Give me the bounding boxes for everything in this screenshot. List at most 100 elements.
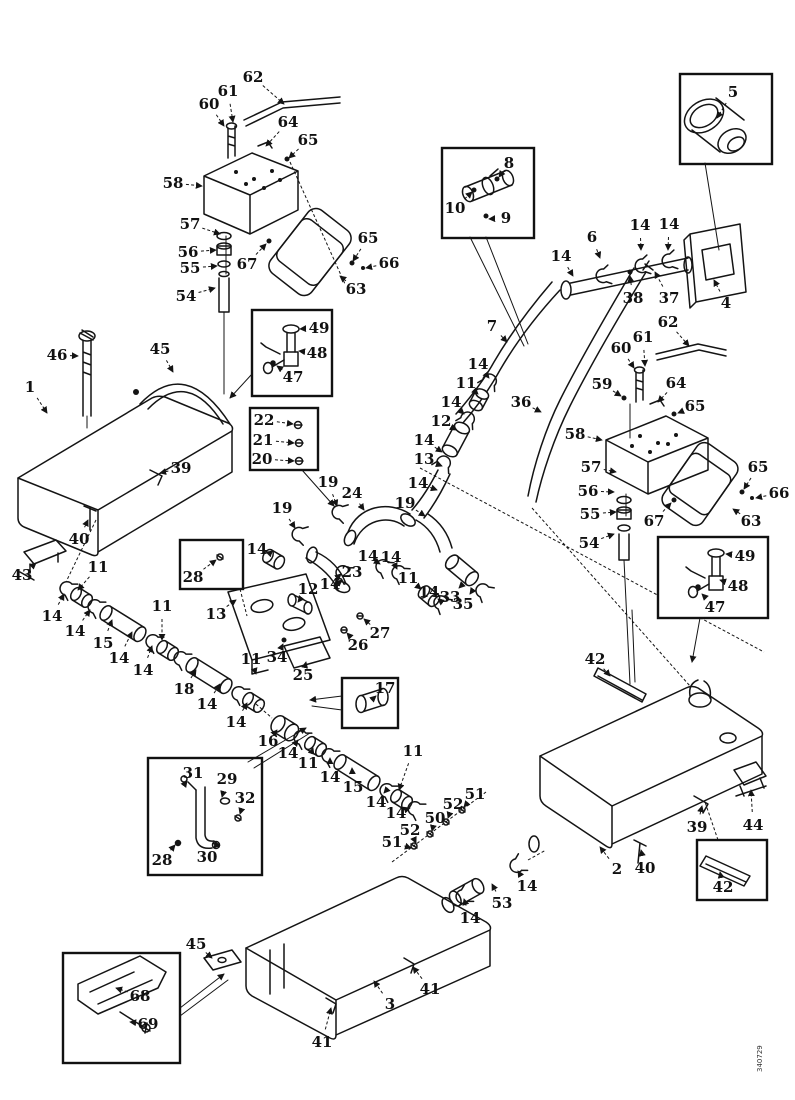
callout-label-56: 56 bbox=[178, 243, 199, 261]
callout-label-28: 28 bbox=[152, 851, 173, 869]
callout-label-14: 14 bbox=[133, 661, 154, 679]
left-hose-chain bbox=[55, 519, 273, 719]
callout-label-12: 12 bbox=[298, 580, 319, 598]
callout-label-64: 64 bbox=[666, 374, 687, 392]
upper-connector-chain bbox=[411, 369, 502, 519]
leader-line-63 bbox=[732, 508, 741, 516]
callout-label-34: 34 bbox=[267, 648, 288, 666]
clip-39-right bbox=[693, 795, 709, 814]
leader-line-65 bbox=[288, 148, 299, 159]
callout-label-61: 61 bbox=[218, 82, 239, 100]
callout-label-8: 8 bbox=[504, 154, 514, 172]
leader-line-62 bbox=[262, 85, 285, 105]
callout-label-51: 51 bbox=[465, 785, 486, 803]
leader-line-14 bbox=[265, 550, 273, 558]
callout-label-51: 51 bbox=[382, 833, 403, 851]
leader-line-11 bbox=[250, 667, 258, 675]
callout-label-7: 7 bbox=[487, 317, 497, 335]
leader-line-14 bbox=[383, 786, 391, 794]
callout-label-58: 58 bbox=[163, 174, 184, 192]
leader-line-45 bbox=[205, 951, 213, 959]
callout-label-36: 36 bbox=[511, 393, 532, 411]
callout-label-57: 57 bbox=[581, 458, 602, 476]
leader-line-63 bbox=[339, 275, 347, 283]
callout-label-11: 11 bbox=[152, 597, 173, 615]
callout-label-47: 47 bbox=[283, 368, 304, 386]
callout-label-26: 26 bbox=[348, 636, 369, 654]
callout-label-48: 48 bbox=[307, 344, 328, 362]
fuel-tank-2 bbox=[528, 667, 767, 864]
callout-label-25: 25 bbox=[293, 666, 314, 684]
mount-block-58-right bbox=[605, 343, 754, 685]
callout-label-1: 1 bbox=[25, 378, 35, 396]
leader-line-62 bbox=[676, 331, 690, 347]
leader-line-67 bbox=[662, 502, 672, 512]
leader-line-3 bbox=[373, 980, 383, 994]
callout-label-11: 11 bbox=[241, 650, 262, 668]
mount-block-58-left bbox=[203, 96, 365, 395]
callout-label-35: 35 bbox=[453, 595, 474, 613]
callout-label-62: 62 bbox=[243, 68, 264, 86]
callout-label-11: 11 bbox=[398, 569, 419, 587]
leader-line-52 bbox=[410, 835, 417, 844]
drawing-number: 340729 bbox=[756, 1045, 764, 1072]
leader-line-14 bbox=[462, 898, 470, 906]
bracket-13-assembly bbox=[227, 573, 364, 675]
leader-line-26 bbox=[346, 632, 354, 640]
leader-line-64 bbox=[265, 131, 280, 147]
callout-label-50: 50 bbox=[425, 809, 446, 827]
leader-line-42 bbox=[603, 668, 611, 677]
inset-cap-5 bbox=[678, 72, 774, 166]
leader-line-4 bbox=[713, 279, 721, 292]
callout-label-14: 14 bbox=[441, 393, 462, 411]
leader-line-57 bbox=[202, 227, 221, 236]
leader-line-54 bbox=[601, 532, 615, 540]
callout-label-48: 48 bbox=[728, 577, 749, 595]
inset-connector-17 bbox=[340, 676, 400, 730]
leader-line-27 bbox=[363, 618, 371, 626]
callout-label-58: 58 bbox=[565, 425, 586, 443]
leader-line-64 bbox=[657, 392, 668, 403]
saddle-63-right bbox=[661, 441, 739, 527]
callout-label-65: 65 bbox=[298, 131, 319, 149]
leader-line-36 bbox=[532, 406, 542, 413]
leader-line-7 bbox=[500, 335, 508, 343]
callout-label-43: 43 bbox=[12, 566, 33, 584]
leader-line-14 bbox=[372, 557, 381, 565]
inset-boxes bbox=[61, 72, 774, 1065]
inset-valve-right-art bbox=[685, 548, 725, 663]
callout-label-14: 14 bbox=[320, 575, 341, 593]
leader-line-53 bbox=[491, 883, 498, 892]
saddle-63-left bbox=[268, 207, 352, 297]
leader-line-14 bbox=[82, 609, 91, 621]
leader-line-55 bbox=[602, 508, 617, 516]
leader-line-14 bbox=[240, 702, 248, 711]
callout-label-3: 3 bbox=[385, 995, 395, 1013]
leader-line-60 bbox=[215, 114, 225, 127]
leader-line-11 bbox=[397, 763, 410, 791]
callout-label-4: 4 bbox=[721, 294, 731, 312]
callout-label-9: 9 bbox=[501, 209, 511, 227]
callout-label-14: 14 bbox=[109, 649, 130, 667]
leader-line-2 bbox=[599, 846, 610, 860]
callout-label-13: 13 bbox=[206, 605, 227, 623]
inset-cap-5-art bbox=[683, 97, 747, 251]
pins-41 bbox=[325, 957, 415, 1014]
callout-label-67: 67 bbox=[644, 512, 665, 530]
callout-label-14: 14 bbox=[247, 540, 268, 558]
leader-line-14 bbox=[457, 407, 465, 415]
callout-label-44: 44 bbox=[743, 816, 764, 834]
leader-line-65 bbox=[677, 407, 685, 414]
leader-line-14 bbox=[291, 739, 299, 747]
callout-label-66: 66 bbox=[379, 254, 400, 272]
leader-line-17 bbox=[369, 695, 377, 703]
leader-line-5 bbox=[716, 102, 727, 119]
leader-line-69 bbox=[129, 1019, 137, 1027]
callout-label-14: 14 bbox=[386, 804, 407, 822]
callout-label-14: 14 bbox=[659, 215, 680, 233]
callout-label-40: 40 bbox=[635, 859, 656, 877]
callout-label-68: 68 bbox=[130, 987, 151, 1005]
rod-62-right bbox=[655, 343, 727, 361]
callout-label-14: 14 bbox=[320, 768, 341, 786]
